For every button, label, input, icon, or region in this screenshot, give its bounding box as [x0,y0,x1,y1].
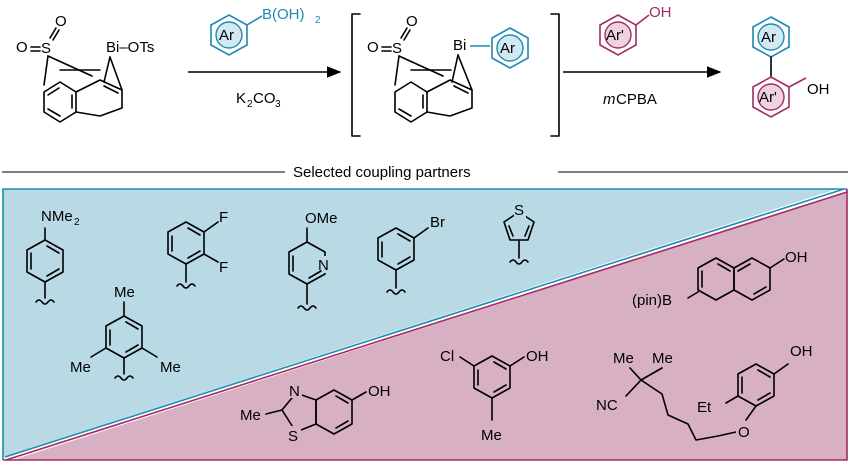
benzothiazole-oh: OH [368,383,391,400]
nitrile-me-2: Me [652,350,673,367]
ar-prime-label-product: Ar' [759,89,777,106]
bi-ots-label: Bi–OTs [106,39,154,56]
pyridine-N: N [318,257,329,274]
partner-nitrile-phenol: Me Me NC O OH Et [596,343,813,441]
partner-chlorophenol: Cl OH Me [440,348,549,444]
partner-bromophenyl: Br [377,214,445,295]
sulfonyl-O-top: O [55,13,67,30]
ar-prime-label-phenol: Ar' [606,27,624,44]
mesityl-me-left: Me [70,359,91,376]
naphthol-oh: OH [785,249,808,266]
ar-label-boronic: Ar [219,27,234,44]
product-oh: OH [807,81,830,98]
reagent-k2co3-sub1: 2 [247,99,253,110]
ar-label-intermediate: Ar [500,40,515,57]
mcpba-m: m [603,91,616,108]
boronic-acid-subscript: 2 [315,15,321,26]
biaryl-product: Ar Ar' OH [752,16,830,118]
thiophene-S: S [514,202,524,219]
nitrile-nc: NC [596,397,618,414]
reaction-arrow-1: Ar B(OH) 2 K 2 CO 3 [188,6,342,110]
phenol-oh: OH [649,4,672,21]
fluoro-2: F [219,259,228,276]
partner-mesityl: Me Me Me [70,284,181,381]
pinb-label: (pin)B [632,292,672,309]
partner-difluorophenyl: F F [167,209,228,289]
chlorophenol-oh: OH [526,348,549,365]
partner-dimethylaminophenyl: NMe 2 [26,208,80,305]
boronic-acid-group: B(OH) [262,6,305,23]
mesityl-me-top: Me [114,284,135,301]
ethyl-label: Et [697,399,712,416]
coupling-partners-panel [2,186,848,463]
reagent-k2co3-CO: CO [253,90,276,107]
nme2-label: NMe [41,208,73,225]
reagent-k2co3-K: K [236,90,246,107]
fluoro-1: F [219,209,228,226]
partner-naphthol-bpin: (pin)B OH [632,249,808,309]
pyridine-ome: OMe [305,210,338,227]
int-bi-label: Bi [453,37,466,54]
phenol-reagent: Ar' OH [599,4,672,56]
section-title: Selected coupling partners [293,164,471,181]
benzothiazole-me: Me [240,407,261,424]
nitrile-me-1: Me [613,350,634,367]
section-divider: Selected coupling partners [2,164,848,181]
bismacycle-reagent: O S O Bi–OTs [16,13,154,123]
chlorophenol-me: Me [481,427,502,444]
mcpba-label: CPBA [616,91,657,108]
aryl-boronic-acid: Ar B(OH) 2 [210,6,321,56]
ar-label-product: Ar [761,29,776,46]
nme2-subscript: 2 [74,217,80,228]
sulfonyl-O-left: O [16,39,28,56]
partner-thienyl: S [503,200,535,265]
partner-benzothiazolol: Me N S OH [240,382,391,445]
nitrile-phenol-oh: OH [790,343,813,360]
partner-methoxypyridyl: OMe N [288,210,338,311]
bracketed-intermediate: O S O Bi Ar [351,13,560,137]
chloro-label: Cl [440,348,454,365]
int-S: S [392,40,402,57]
int-O-top: O [406,13,418,30]
sulfonyl-S: S [41,40,51,57]
int-O-left: O [367,39,379,56]
reagent-k2co3-sub2: 3 [275,99,281,110]
benzothiazole-N: N [289,383,300,400]
reaction-arrow-2: Ar' OH m CPBA [563,4,722,108]
ether-O: O [738,424,750,441]
benzothiazole-S: S [288,428,298,445]
bromo-label: Br [430,214,445,231]
mesityl-me-right: Me [160,359,181,376]
